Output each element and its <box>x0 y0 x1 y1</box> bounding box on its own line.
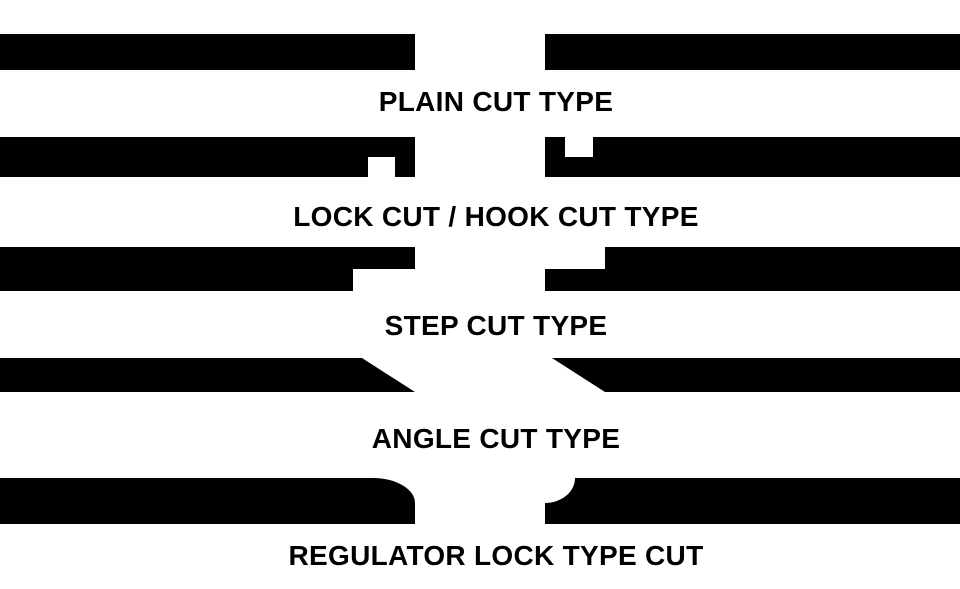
regulator-lock-right-ring-end <box>545 478 960 524</box>
angle-cut-left-ring-end <box>0 358 415 392</box>
label-angle-cut: ANGLE CUT TYPE <box>371 423 621 454</box>
label-lock-hook-cut: LOCK CUT / HOOK CUT TYPE <box>293 201 699 232</box>
label-plain-cut: PLAIN CUT TYPE <box>378 86 614 117</box>
label-regulator-lock-cut: REGULATOR LOCK TYPE CUT <box>288 540 704 571</box>
step-cut-left-ring-end <box>0 247 415 291</box>
step-cut-right-ring-end <box>545 247 960 291</box>
lock-cut-left-ring-end <box>0 137 415 177</box>
lock-cut-right-ring-end <box>545 137 960 177</box>
angle-cut-right-ring-end <box>552 358 960 392</box>
label-step-cut: STEP CUT TYPE <box>384 310 608 341</box>
plain-cut-left-ring-end <box>0 34 415 70</box>
regulator-lock-left-ring-end <box>0 478 415 524</box>
plain-cut-right-ring-end <box>545 34 960 70</box>
